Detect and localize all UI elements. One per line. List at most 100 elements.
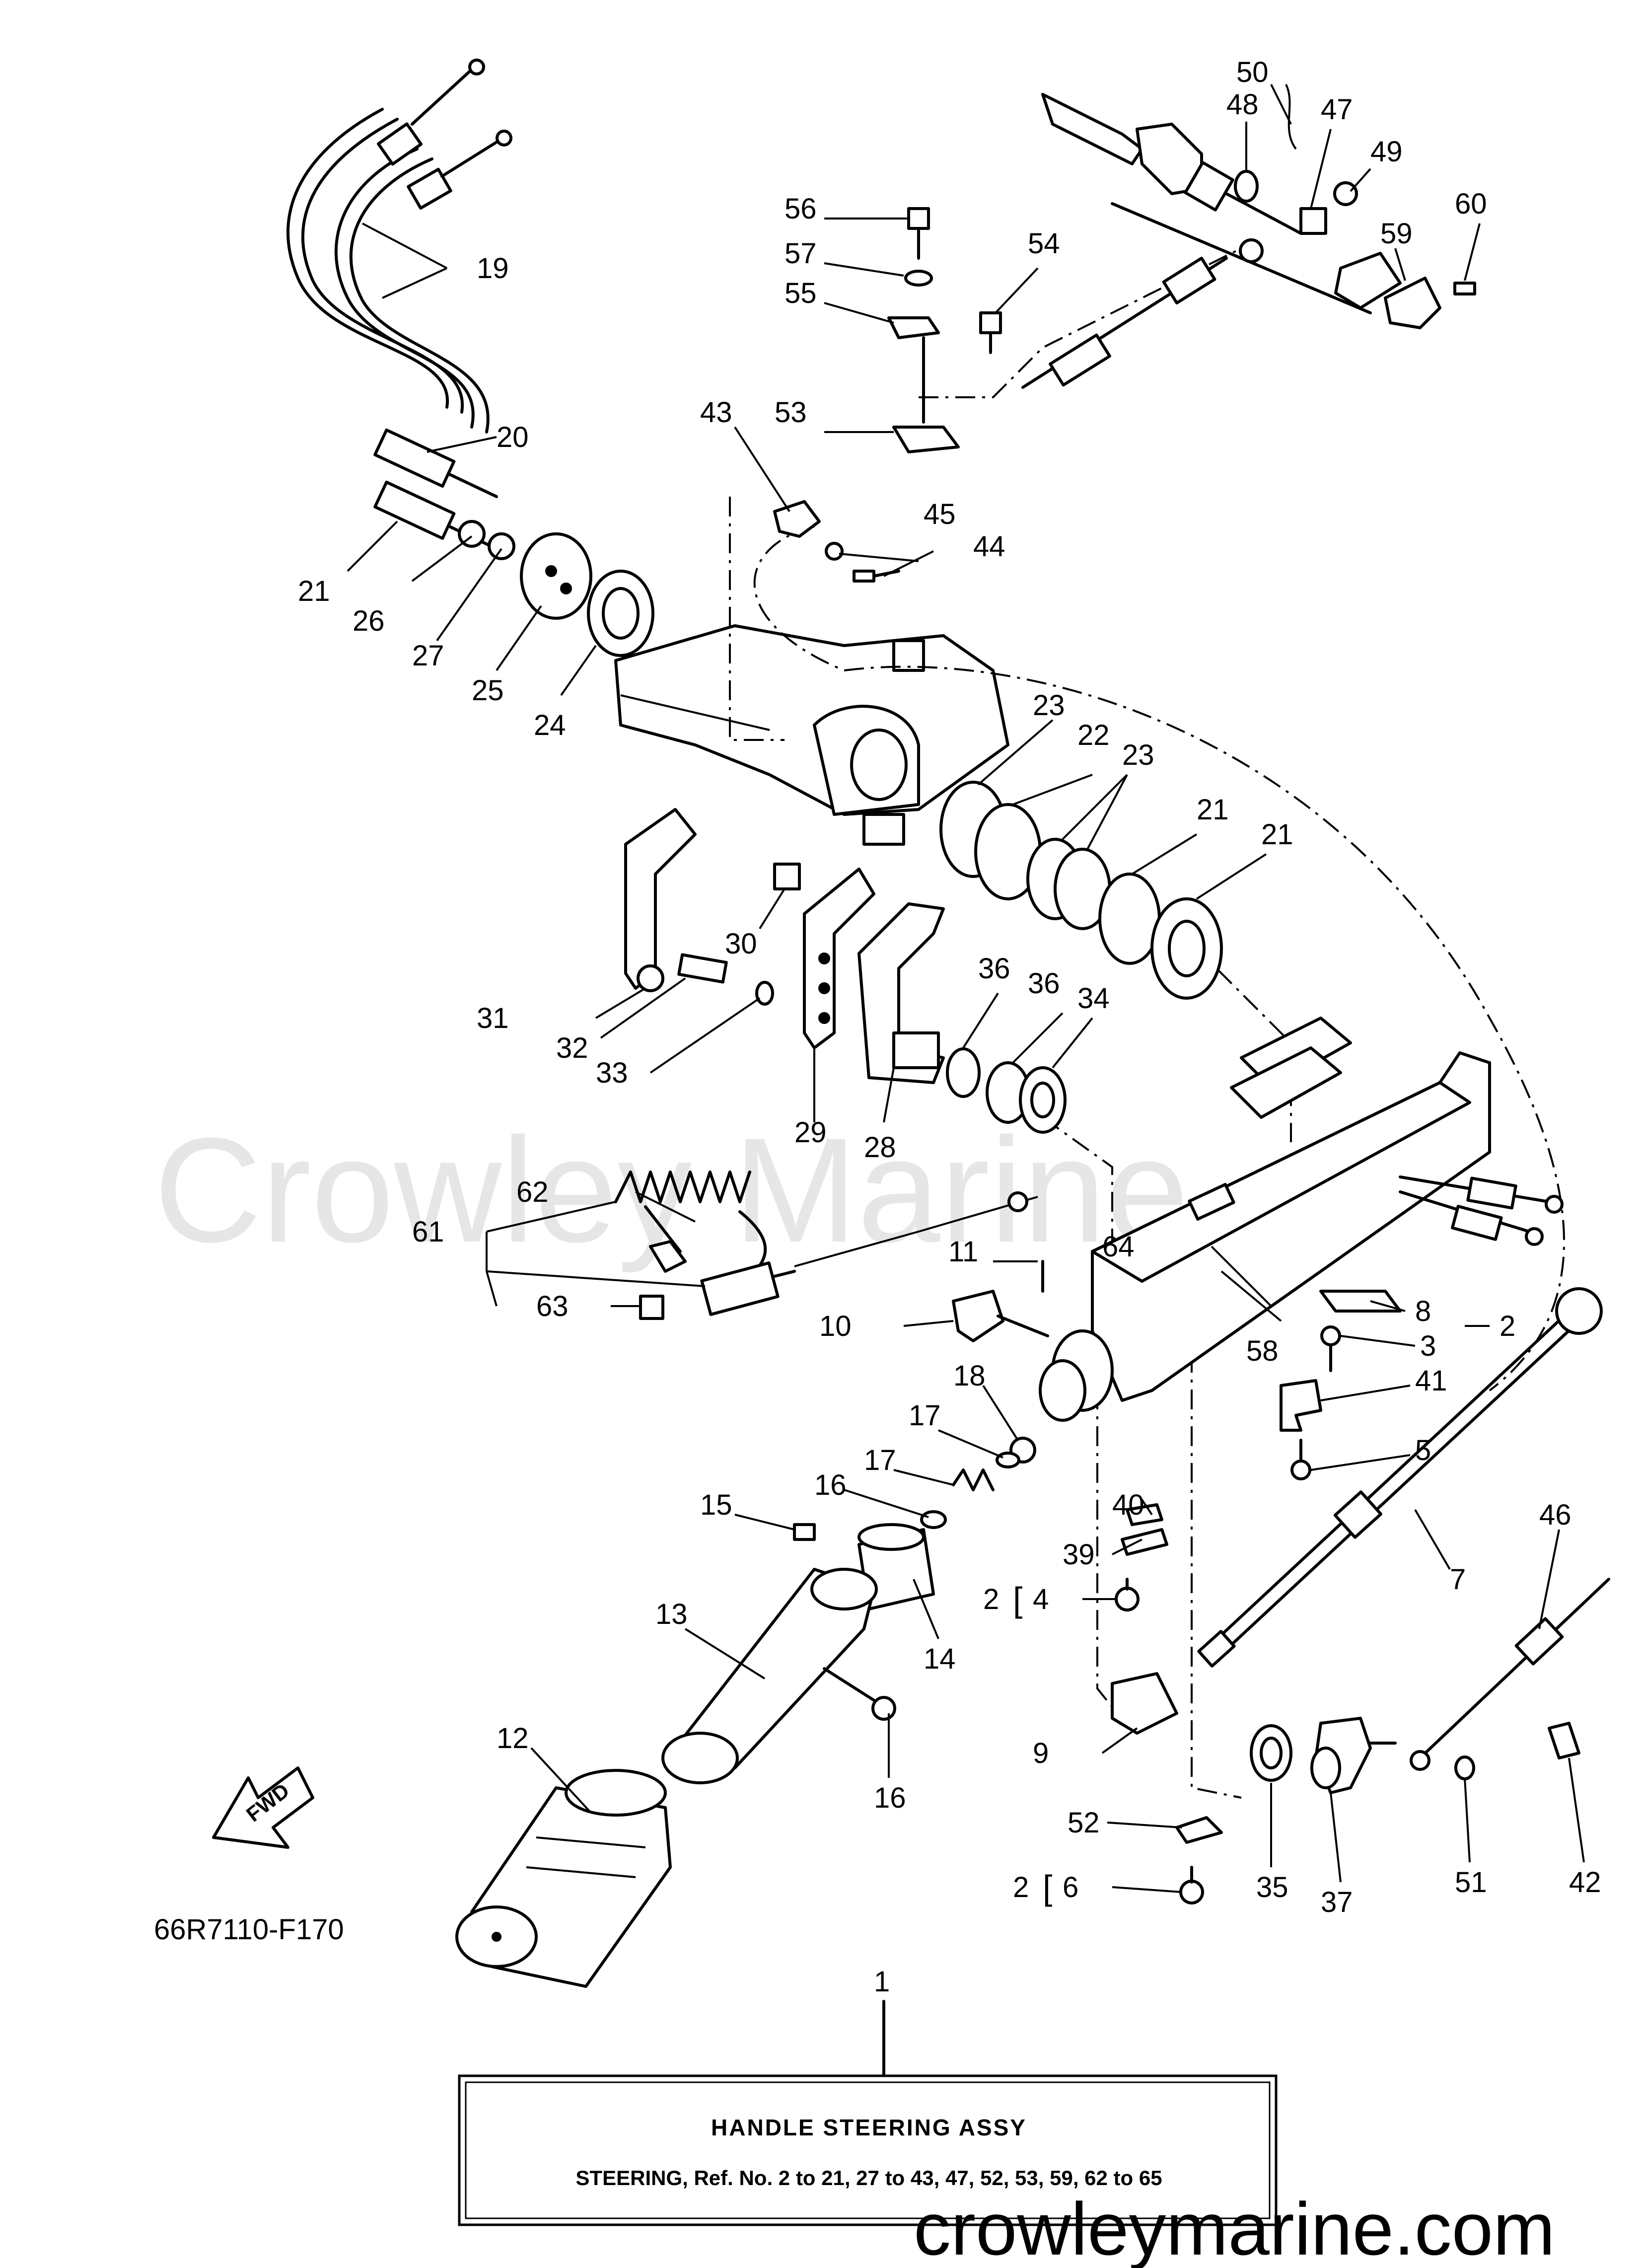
label-19: 18 — [953, 1360, 986, 1392]
label-21a: 20 — [497, 421, 529, 453]
label-3: 3 — [1420, 1330, 1436, 1362]
label-20: 19 — [477, 252, 509, 285]
label-37: 36 — [1028, 967, 1060, 1000]
label-bracket-2b: 2 — [1013, 1871, 1029, 1903]
label-31: 29 — [794, 1116, 827, 1149]
label-36b: 35 — [1256, 1871, 1288, 1903]
label-48: 47 — [1321, 93, 1353, 126]
label-64: 63 — [536, 1290, 569, 1322]
fwd-arrow: FWD — [212, 1766, 314, 1849]
label-27: 25 — [472, 674, 504, 707]
label-57: 56 — [785, 193, 817, 225]
label-bracket-2a: 2 — [983, 1583, 999, 1615]
label-32: 30 — [725, 928, 757, 960]
label-28: 26 — [353, 605, 385, 637]
screw-16 — [823, 1667, 896, 1721]
label-55: 54 — [1028, 227, 1060, 260]
swivel-bracket — [614, 624, 1009, 846]
bushing-36b — [1250, 1724, 1292, 1782]
info-box-title: HANDLE STEERING ASSY — [711, 2115, 1027, 2140]
small-brackets-right — [1280, 1290, 1402, 1480]
info-box: HANDLE STEERING ASSY STEERING, Ref. No. … — [458, 2074, 1278, 2226]
bracket-glyph-b: [ — [1043, 1868, 1052, 1907]
lower-clips — [1111, 1503, 1223, 1904]
label-46: 45 — [924, 498, 956, 530]
label-2: 2 — [1499, 1310, 1515, 1342]
label-23b: 21 — [1197, 794, 1229, 826]
label-4: 4 — [1033, 1583, 1049, 1615]
label-50: 49 — [1370, 136, 1403, 168]
spring-group — [920, 1437, 1036, 1529]
clip-43 — [1548, 1722, 1580, 1759]
label-41: 40 — [1112, 1489, 1144, 1521]
shift-cable — [1021, 238, 1264, 389]
label-35: 33 — [596, 1057, 628, 1089]
throttle-stopper — [952, 1260, 1049, 1342]
label-29: 27 — [412, 640, 444, 672]
label-10: 10 — [819, 1310, 852, 1342]
label-56: 55 — [785, 277, 817, 309]
washer-stack — [939, 781, 1223, 1000]
label-45: 44 — [973, 530, 1005, 563]
label-14: 14 — [924, 1643, 956, 1675]
label-47: 46 — [1539, 1499, 1571, 1531]
label-7: 7 — [1450, 1563, 1466, 1596]
label-6: 6 — [1063, 1871, 1078, 1903]
label-33: 31 — [477, 1002, 509, 1034]
diagram-code: 66R7110-F170 — [154, 1913, 344, 1946]
cable-group-20-21 — [286, 59, 654, 657]
label-59: 58 — [1246, 1335, 1279, 1367]
label-58: 57 — [785, 237, 817, 270]
watermark-bottom: crowleymarine.com — [914, 2187, 1555, 2268]
label-36a: 34 — [1077, 982, 1110, 1015]
cable-bracket-54 — [887, 207, 1002, 453]
label-40: 39 — [1063, 1538, 1095, 1571]
clip-52 — [1454, 1756, 1475, 1780]
friction-plates — [624, 808, 945, 1084]
shift-linkage — [1041, 84, 1476, 329]
label-9: 9 — [1033, 1737, 1049, 1769]
label-8: 8 — [1415, 1295, 1431, 1327]
info-box-line: STEERING, Ref. No. 2 to 21, 27 to 43, 47… — [575, 2166, 1162, 2190]
label-34: 32 — [556, 1032, 588, 1064]
label-30: 28 — [864, 1131, 896, 1164]
bracket-glyph-a: [ — [1013, 1580, 1022, 1619]
tiller-handle — [1039, 1017, 1564, 1422]
label-49: 48 — [1226, 88, 1259, 121]
label-18: 17 — [864, 1444, 896, 1476]
label-39: 37 — [1321, 1886, 1353, 1918]
label-63: 62 — [516, 1176, 549, 1208]
label-12: 12 — [497, 1722, 529, 1755]
label-65: 64 — [1102, 1231, 1135, 1263]
label-25: 23 — [1033, 689, 1065, 722]
cable-47 — [1410, 1578, 1610, 1771]
label-13: 13 — [655, 1598, 688, 1630]
label-53: 52 — [1068, 1807, 1100, 1839]
clamp-44 — [773, 500, 900, 583]
bushing-36-38 — [946, 1047, 1067, 1134]
label-11: 11 — [948, 1236, 978, 1268]
label-1: 1 — [874, 1966, 890, 1998]
label-54: 53 — [775, 396, 807, 429]
label-15: 15 — [700, 1489, 732, 1521]
label-51: 50 — [1236, 56, 1269, 88]
label-23a: 22 — [1077, 719, 1110, 751]
label-26: 24 — [534, 709, 566, 741]
leader-lines — [347, 84, 1585, 2077]
throttle-shaft-13 — [661, 1568, 878, 1784]
label-5: 5 — [1415, 1434, 1431, 1466]
label-17a: 17 — [909, 1399, 941, 1432]
label-43: 42 — [1569, 1866, 1601, 1899]
throttle-grip-12 — [455, 1769, 672, 1988]
label-61: 60 — [1455, 188, 1487, 220]
label-16: 16 — [874, 1782, 906, 1814]
cam-39 — [1310, 1717, 1397, 1794]
label-22: 21 — [1261, 818, 1293, 851]
label-52: 51 — [1455, 1866, 1487, 1899]
label-60: 59 — [1380, 218, 1413, 250]
label-21b: 21 — [298, 575, 330, 607]
stop-switch-62 — [614, 1171, 1038, 1320]
callout-labels: 19 20 21 26 27 25 24 43 53 45 44 56 57 5… — [298, 56, 1601, 1998]
label-24: 23 — [1122, 739, 1154, 771]
